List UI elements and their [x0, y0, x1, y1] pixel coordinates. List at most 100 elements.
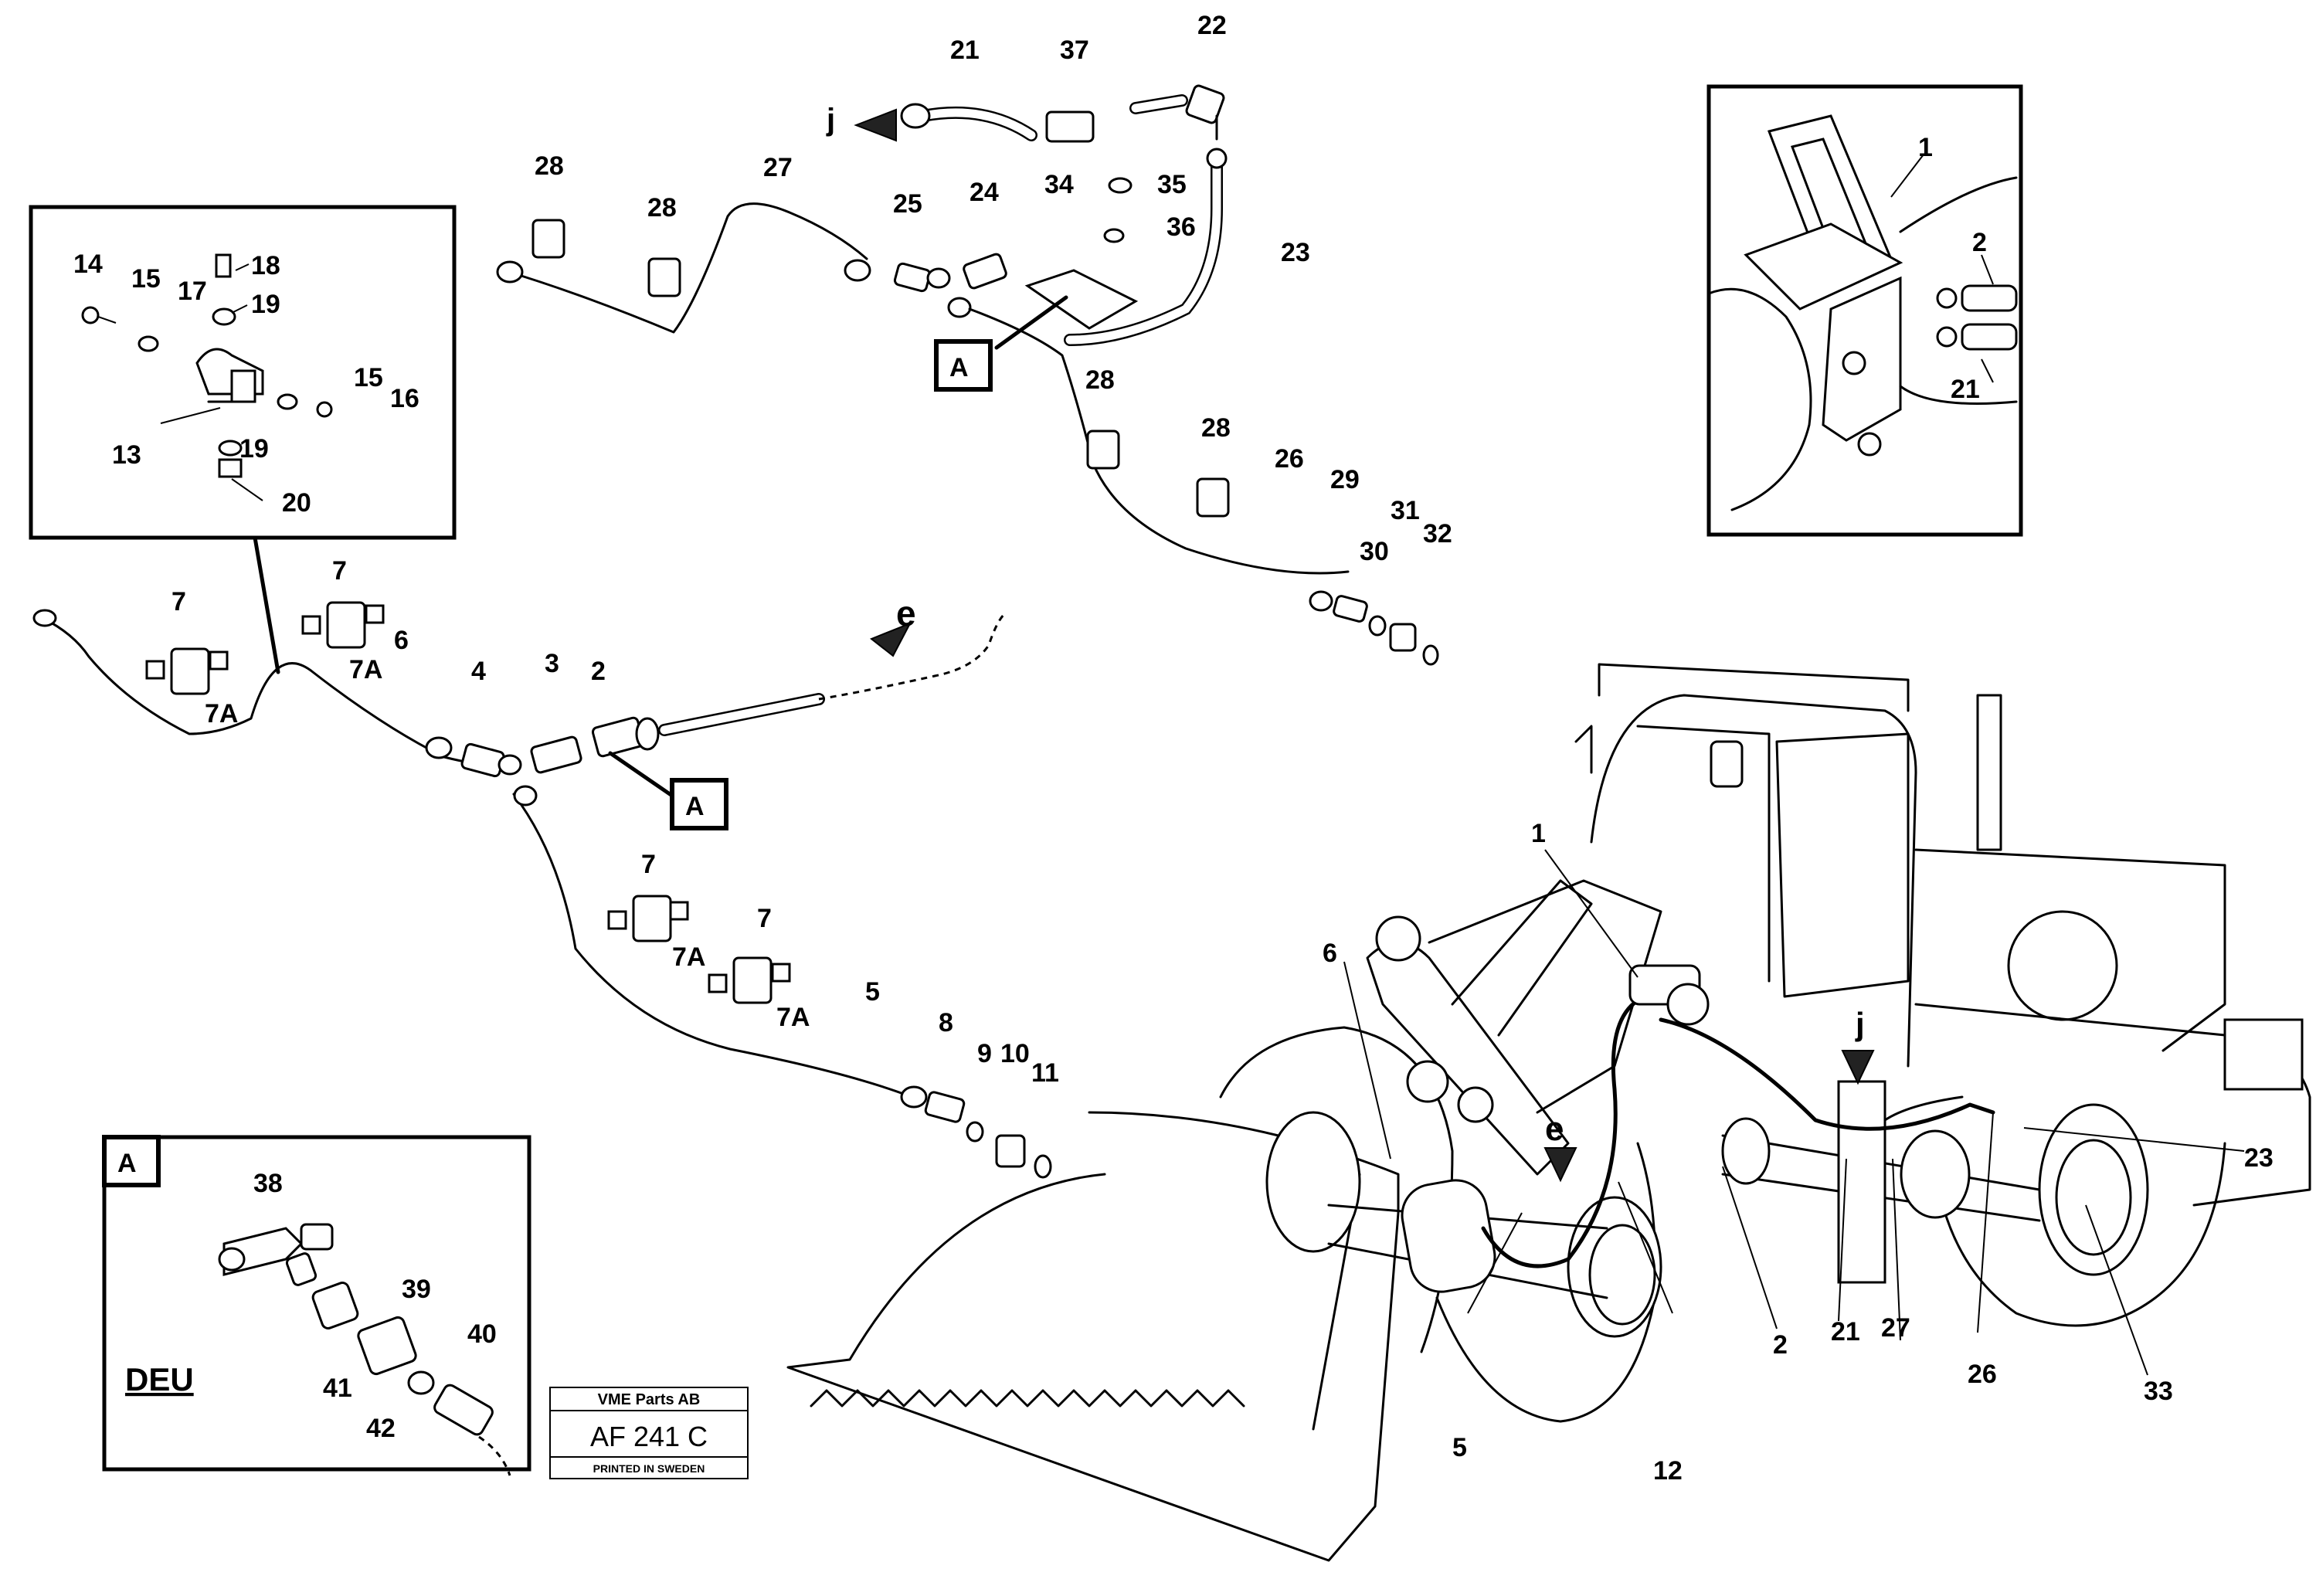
detail-leader	[253, 535, 280, 674]
callout-41: 41	[323, 1374, 352, 1403]
callout-40: 40	[467, 1319, 497, 1349]
callout-3: 3	[545, 649, 559, 678]
callout-7: 7	[171, 587, 186, 616]
callout-2: 2	[1972, 228, 1987, 257]
callout-34: 34	[1044, 170, 1074, 199]
wheel-loader-illustration: e j 1 6 5 12 2 21 27 26 33 23	[786, 663, 2311, 1562]
front-brake-line: 7 7A 7 7A 6 4 3 2 e 7 7A 7 7A 5 8 9 10 1…	[32, 556, 1059, 1179]
pedal-detail-box: 1 2 21	[1706, 84, 2023, 537]
callout-13: 13	[112, 440, 141, 470]
callout-38: 38	[253, 1169, 283, 1198]
callout-2: 2	[591, 657, 606, 686]
callout-1: 1	[1531, 819, 1546, 848]
arrow-e-top	[870, 622, 912, 657]
view-a-marker-1: A	[608, 751, 728, 830]
callout-36: 36	[1166, 212, 1196, 242]
callout-35: 35	[1157, 170, 1187, 199]
view-a-marker-2: A	[934, 295, 1068, 392]
callout-7a: 7A	[349, 655, 382, 684]
clamp-detail-box: 14 15 17 18 19 15 16 13 19 20	[29, 205, 457, 674]
callout-18: 18	[251, 251, 280, 280]
fittings-29-32	[1309, 590, 1439, 666]
callout-30: 30	[1360, 537, 1389, 566]
callout-11: 11	[1031, 1058, 1059, 1088]
callout-7: 7	[641, 850, 656, 879]
callout-6: 6	[1323, 939, 1337, 968]
callout-7a: 7A	[776, 1003, 810, 1032]
title-code: AF 241 C	[590, 1421, 708, 1452]
callout-27: 27	[1881, 1313, 1910, 1343]
view-a-detail-box: A 38 39 40 41 42 DEU	[102, 1135, 531, 1476]
callout-26: 26	[1275, 444, 1304, 474]
callout-17: 17	[178, 277, 207, 306]
callout-24: 24	[970, 178, 999, 207]
callout-29: 29	[1330, 465, 1360, 494]
callout-28: 28	[1201, 413, 1231, 443]
callout-26: 26	[1968, 1360, 1997, 1389]
deu-fittings-drawing	[218, 1223, 511, 1476]
clamp-set-1	[145, 647, 229, 695]
callout-10: 10	[1000, 1039, 1030, 1068]
arrow-j-machine	[1841, 1050, 1875, 1085]
rear-brake-line: j 21 37 22	[496, 11, 1452, 666]
callout-21: 21	[1951, 375, 1980, 404]
arrow-j-label: j	[826, 103, 835, 137]
callout-23: 23	[1281, 238, 1310, 267]
clamp-28-a	[531, 219, 565, 259]
callout-28: 28	[535, 151, 564, 181]
callout-37: 37	[1060, 36, 1089, 65]
callout-28: 28	[647, 193, 677, 222]
callout-7a: 7A	[205, 699, 238, 728]
callout-7: 7	[757, 904, 772, 933]
callout-16: 16	[390, 384, 419, 413]
callout-1: 1	[1918, 133, 1933, 162]
callout-8: 8	[939, 1008, 953, 1037]
callout-28: 28	[1085, 365, 1115, 395]
callout-33: 33	[2144, 1377, 2173, 1406]
callout-14: 14	[73, 250, 103, 279]
arrow-e-label: e	[896, 593, 916, 633]
clamp-28-d	[1196, 477, 1230, 518]
fittings-8-11	[900, 1085, 1052, 1179]
pedal-drawing	[1707, 114, 2018, 511]
clamp-set-4	[708, 956, 791, 1004]
svg-text:A: A	[949, 353, 969, 382]
arrow-e-machine	[1543, 1147, 1577, 1183]
callout-21: 21	[950, 36, 980, 65]
callout-4: 4	[471, 657, 486, 686]
callout-15: 15	[131, 264, 161, 294]
arrow-j-machine-label: j	[1855, 1006, 1865, 1042]
clamp-28-b	[647, 257, 681, 297]
callout-39: 39	[402, 1275, 431, 1304]
callout-15: 15	[354, 363, 383, 392]
callout-42: 42	[366, 1414, 396, 1443]
callout-32: 32	[1423, 519, 1452, 548]
callout-9: 9	[977, 1039, 992, 1068]
title-printed: PRINTED IN SWEDEN	[593, 1462, 705, 1475]
fittings-2-4	[425, 693, 825, 806]
callout-27: 27	[763, 153, 793, 182]
callout-31: 31	[1391, 496, 1420, 525]
callout-19: 19	[251, 290, 280, 319]
svg-text:A: A	[685, 792, 705, 821]
callout-5: 5	[1452, 1433, 1467, 1462]
deu-label: DEU	[125, 1361, 194, 1397]
callout-5: 5	[865, 977, 880, 1007]
callout-7a: 7A	[672, 942, 705, 972]
arrow-j-top	[854, 108, 897, 142]
callout-7: 7	[332, 556, 347, 586]
callout-21: 21	[1831, 1317, 1860, 1346]
title-block: VME Parts AB AF 241 C PRINTED IN SWEDEN	[549, 1387, 749, 1479]
view-a-label: A	[117, 1149, 137, 1178]
clamp-drawing	[81, 253, 333, 501]
clamp-28-c	[1086, 430, 1120, 470]
callout-20: 20	[282, 488, 311, 518]
callout-19: 19	[239, 434, 269, 464]
callout-23: 23	[2244, 1143, 2274, 1173]
callout-6: 6	[394, 626, 409, 655]
callout-25: 25	[893, 189, 922, 219]
clamp-set-3	[607, 895, 689, 942]
arrow-e-machine-label: e	[1545, 1110, 1564, 1148]
title-company: VME Parts AB	[598, 1391, 701, 1408]
